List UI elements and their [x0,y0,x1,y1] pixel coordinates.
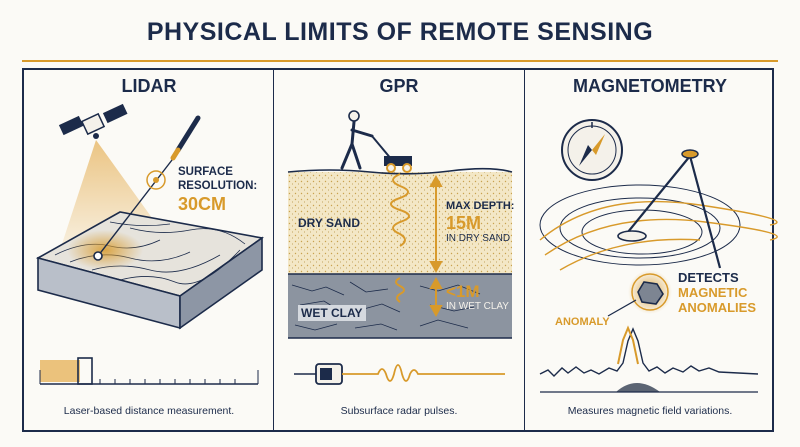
panel-divider [524,70,525,430]
lidar-caption: Laser-based distance measurement. [63,405,235,417]
panel-divider [273,70,274,430]
max-depth-value: 15M [446,213,482,233]
anomalies-label: ANOMALIES [678,300,756,315]
gpr-signal [342,364,505,382]
terrain-side [179,236,263,330]
title-underline [22,60,778,62]
anomaly-label: ANOMALY [555,316,610,328]
scan-heat-area [67,230,143,270]
compass-icon [561,119,623,181]
magnetic-trace [539,327,759,377]
buried-object [616,383,660,392]
wet-clay-label: WET CLAY [298,305,366,321]
laser-device [175,115,201,153]
detects-label: DETECTS [678,270,739,285]
anomaly-rock [637,281,664,305]
magnetometer-icon [617,149,722,269]
dry-sand-label: DRY SAND [298,216,361,230]
magnetometry-illustration [539,119,778,393]
lidar-illustration [35,103,265,385]
magnetic-field-lines [539,184,741,266]
gpr-signal-icon [315,363,343,385]
gpr-cart-icon [371,135,412,173]
lidar-title: LIDAR [121,76,177,96]
lidar-resolution-value: 30CM [178,194,227,214]
radar-wave-clay [395,277,405,303]
wet-depth-note: IN WET CLAY [446,301,509,312]
radar-wave [390,173,410,247]
lidar-resolution-label: SURFACE [178,166,233,178]
gpr-title: GPR [379,76,419,96]
satellite-icon [58,103,128,139]
max-depth-note: IN DRY SAND [446,233,511,244]
laser-beam [97,159,173,257]
magnetometry-caption: Measures magnetic field variations. [567,405,733,417]
magnetometry-title: MAGNETOMETRY [572,76,727,96]
page-title: PHYSICAL LIMITS OF REMOTE SENSING [146,18,654,46]
lidar-scale-fill [40,360,80,382]
max-depth-label: MAX DEPTH: [446,200,515,212]
gpr-illustration [287,110,513,385]
gpr-caption: Subsurface radar pulses. [340,405,458,417]
operator-icon [340,110,374,170]
panels-frame [22,68,774,432]
wet-depth-value: <1M [446,282,480,301]
lidar-resolution-label-2: RESOLUTION: [178,180,258,192]
laser-hit-point [93,251,103,261]
magnetic-label: MAGNETIC [678,285,748,300]
